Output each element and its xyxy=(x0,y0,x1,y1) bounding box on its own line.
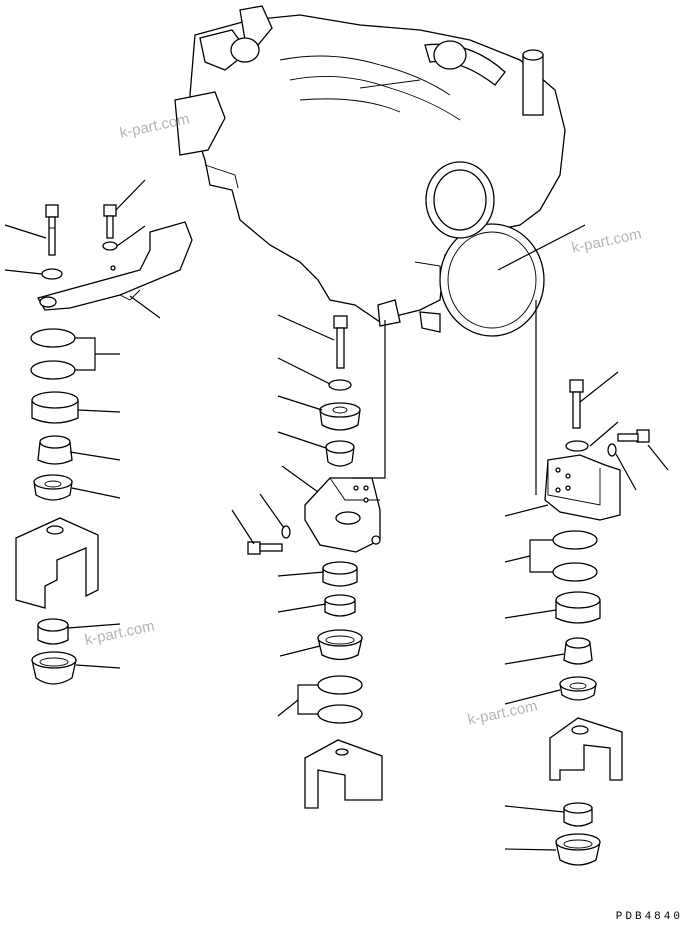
washer-icon xyxy=(41,268,63,280)
rubber-cushion-icon xyxy=(555,833,601,866)
bolt-icon xyxy=(569,379,584,429)
bolt-icon xyxy=(45,204,59,256)
washer-icon xyxy=(317,675,363,695)
rubber-cushion-icon xyxy=(319,402,361,431)
leader-lines-left xyxy=(4,179,161,669)
washer-icon xyxy=(552,530,598,550)
washer-icon xyxy=(30,360,76,380)
leader-lines-right xyxy=(497,224,669,851)
rubber-cushion-icon xyxy=(322,561,358,587)
rubber-cushion-icon xyxy=(325,440,355,467)
rubber-cushion-icon xyxy=(563,637,593,665)
rubber-cushion-icon xyxy=(317,629,363,661)
washer-icon xyxy=(328,379,352,391)
bolt-icon xyxy=(617,429,650,443)
mount-bracket-icon xyxy=(304,477,381,553)
bolt-icon xyxy=(103,204,117,239)
engine-assembly-icon xyxy=(174,5,566,337)
frame-support-icon xyxy=(15,517,99,609)
mount-bracket-icon xyxy=(535,300,621,521)
frame-support-icon xyxy=(304,739,383,809)
washer-icon xyxy=(102,241,118,251)
rubber-cushion-icon xyxy=(37,435,73,465)
washer-icon xyxy=(552,562,598,582)
frame-support-icon xyxy=(549,717,623,781)
rubber-cushion-icon xyxy=(559,676,597,701)
rubber-cushion-icon xyxy=(563,802,593,827)
washer-icon xyxy=(317,704,363,724)
drawing-code: PDB4840 xyxy=(615,911,683,923)
mount-bracket-icon xyxy=(37,221,193,311)
rubber-cushion-icon xyxy=(324,594,356,617)
bolt-icon xyxy=(247,541,283,555)
washer-icon xyxy=(281,525,291,539)
rubber-cushion-icon xyxy=(37,618,69,645)
rubber-cushion-icon xyxy=(31,391,79,424)
rubber-cushion-icon xyxy=(555,591,601,624)
rubber-cushion-icon xyxy=(31,651,77,685)
washer-icon xyxy=(607,443,617,457)
rubber-cushion-icon xyxy=(33,474,73,501)
washer-icon xyxy=(30,328,76,348)
washer-icon xyxy=(565,440,589,452)
bolt-icon xyxy=(333,315,348,369)
leader-lines-center xyxy=(231,314,386,717)
